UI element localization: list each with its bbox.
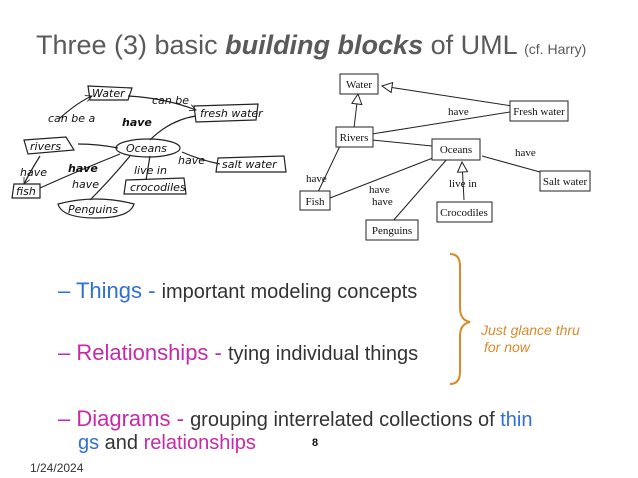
sketch-link-rivers-oceans — [77, 143, 119, 149]
slide-title: Three (3) basic building blocks of UML (… — [36, 30, 586, 61]
bullet-relationships: – Relationships - tying individual thing… — [58, 340, 418, 366]
sketch-link-oceans-crocodiles — [145, 155, 151, 181]
sketch-link-oceans-penguins — [89, 155, 131, 201]
bullet-things-text: important modeling concepts — [161, 281, 418, 303]
uml-edge-rivers-freshwater — [371, 111, 511, 135]
sketch-label-fish: fish — [16, 185, 36, 198]
uml-label-fish: Fish — [306, 196, 325, 208]
bullet-diagrams: – Diagrams - grouping interrelated colle… — [58, 406, 533, 432]
sketch-label-rivers: rivers — [30, 140, 61, 153]
title-pre: Three (3) basic — [36, 30, 226, 60]
bullet-diagrams-line2: gs and relationships — [78, 432, 256, 455]
uml-node-freshwater-box — [509, 100, 569, 122]
sketch-label-oceans: Oceans — [126, 142, 167, 155]
uml-labels: Water Fresh water Rivers Oceans Salt wat… — [306, 79, 588, 237]
bullet-diagrams-and: and — [99, 432, 144, 454]
sketch-link-water-freshwater — [127, 95, 196, 110]
uml-edge-oceans-fish — [329, 155, 439, 199]
bullet-relationships-head: Relationships — [76, 340, 209, 365]
bullet-dash: – — [58, 406, 77, 431]
sketch-label-have-penguins: have — [72, 178, 99, 191]
sketch-diagram — [11, 85, 287, 219]
uml-node-saltwater-box — [539, 170, 591, 192]
bullet-sep: - — [170, 406, 191, 431]
uml-rel-have-penguins: have — [372, 196, 393, 208]
uml-label-fresh-water: Fresh water — [513, 106, 565, 118]
sketch-link-rivers-fish — [23, 155, 41, 184]
uml-node-penguins-box — [365, 219, 419, 241]
sketch-node-fish — [11, 183, 41, 199]
bullet-things-head: Things — [75, 278, 142, 303]
uml-label-oceans: Oceans — [440, 144, 472, 156]
sketch-label-salt-water: salt water — [222, 158, 278, 171]
bullet-dash: – — [58, 340, 77, 365]
uml-node-oceans-box — [431, 138, 481, 161]
uml-edges — [317, 86, 541, 223]
sketch-node-freshwater — [193, 103, 259, 123]
bullet-things: – Things - important modeling concepts — [58, 278, 417, 304]
bullet-diagrams-relationships: relationships — [143, 432, 256, 454]
uml-nodes — [299, 73, 591, 241]
uml-rel-have-fresh: have — [448, 106, 469, 118]
uml-rel-have-fish: have — [306, 173, 327, 185]
sketch-node-water — [87, 85, 133, 101]
side-note-line2: for now — [484, 339, 530, 355]
title-citation: (cf. Harry) — [524, 41, 587, 57]
sketch-node-penguins — [57, 198, 135, 219]
uml-edge-rivers-fish — [317, 145, 341, 193]
uml-label-crocodiles: Crocodiles — [440, 207, 488, 219]
uml-label-penguins: Penguins — [372, 225, 412, 237]
sketch-label-have-oceans: have — [68, 162, 98, 175]
bullet-diagrams-things-part2: gs — [78, 432, 100, 454]
sketch-labels: Water can be can be a have fresh water r… — [16, 87, 278, 216]
sketch-label-live-in: live in — [134, 164, 167, 177]
sketch-label-fresh-water: fresh water — [200, 107, 264, 120]
uml-edge-oceans-penguins — [391, 157, 449, 223]
sketch-link-freshwater-oceans — [149, 115, 197, 141]
sketch-label-penguins: Penguins — [68, 203, 118, 216]
page-number: 8 — [312, 437, 319, 449]
sketch-node-saltwater — [215, 155, 287, 173]
uml-label-water: Water — [346, 79, 372, 91]
sketch-label-water: Water — [92, 87, 126, 100]
uml-edge-rivers-water — [354, 94, 358, 129]
title-emphasis: building blocks — [225, 30, 424, 60]
sketch-link-oceans-fish — [39, 153, 121, 189]
bullet-diagrams-things-part1: thin — [500, 409, 533, 431]
uml-edge-freshwater-water — [382, 86, 513, 107]
uml-node-crocodiles-box — [436, 201, 493, 223]
sketch-node-oceans — [115, 138, 181, 158]
uml-label-rivers: Rivers — [340, 132, 369, 144]
slide-date: 1/24/2024 — [30, 461, 84, 475]
bullet-dash: – — [58, 278, 76, 303]
uml-rel-live-in: live in — [449, 178, 477, 190]
uml-edge-oceans-saltwater — [481, 155, 541, 173]
sketch-label-can-be: can be — [152, 94, 189, 107]
sketch-label-have-salt: have — [178, 154, 205, 167]
uml-rel-have-salt: have — [515, 147, 536, 159]
uml-edge-crocodiles-oceans — [462, 162, 464, 201]
sketch-node-crocodiles — [123, 177, 187, 195]
bullet-diagrams-text: grouping interrelated collections of — [190, 409, 501, 431]
uml-edge-rivers-oceans — [371, 139, 433, 147]
sketch-label-have-fish: have — [20, 166, 47, 179]
sketch-label-crocodiles: crocodiles — [130, 181, 186, 194]
bullet-sep: - — [208, 340, 228, 365]
sketch-label-have: have — [122, 116, 152, 129]
title-post: of UML — [423, 30, 525, 60]
uml-node-fish-box — [299, 190, 331, 211]
bullet-sep: - — [142, 278, 162, 303]
side-note-line1: Just glance thru — [481, 322, 580, 338]
uml-node-water-box — [339, 73, 379, 95]
uml-label-salt-water: Salt water — [543, 176, 588, 188]
bullet-relationships-text: tying individual things — [228, 343, 419, 365]
bracket-brace — [449, 253, 471, 385]
sketch-label-can-be-a: can be a — [48, 112, 96, 125]
uml-node-rivers-box — [335, 126, 374, 148]
bullet-diagrams-head: Diagrams — [76, 406, 171, 431]
uml-rel-have-oceans-fish: have — [369, 184, 390, 196]
side-note: Just glance thru for now — [481, 322, 580, 356]
sketch-node-rivers — [23, 136, 76, 155]
